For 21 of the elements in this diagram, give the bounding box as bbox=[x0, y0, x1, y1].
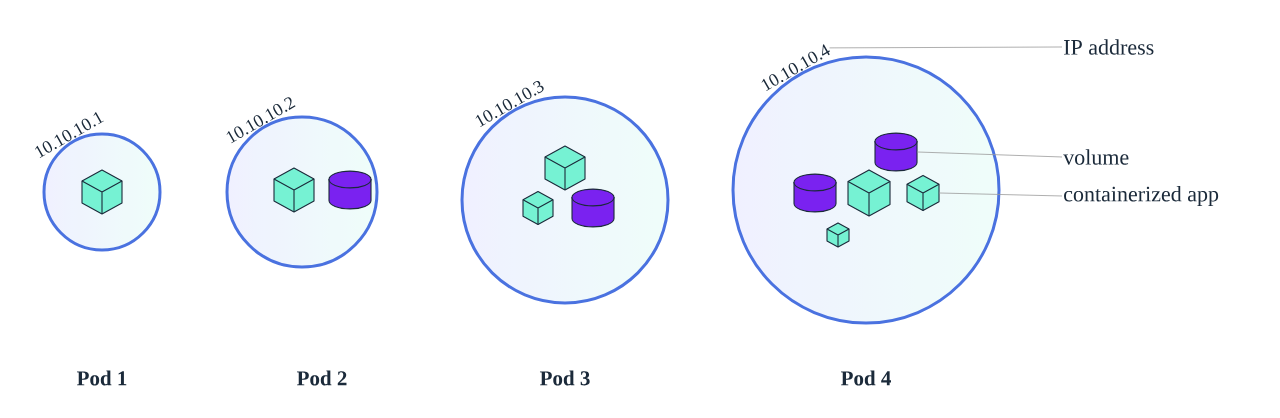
pod-label: Pod 3 bbox=[540, 370, 590, 386]
cube-icon bbox=[81, 169, 123, 215]
callout-label: volume bbox=[1063, 149, 1129, 165]
cube-icon bbox=[906, 174, 940, 212]
pod-label: Pod 2 bbox=[297, 370, 347, 386]
callout-label: IP address bbox=[1064, 39, 1154, 55]
leader-line bbox=[916, 151, 1063, 158]
cube-icon bbox=[826, 222, 850, 248]
cylinder-icon bbox=[874, 132, 918, 172]
leader-line bbox=[938, 192, 1063, 197]
cube-icon bbox=[847, 169, 891, 217]
cube-icon bbox=[522, 190, 554, 226]
cylinder-icon bbox=[571, 188, 615, 228]
cube-icon bbox=[544, 145, 586, 191]
cylinder-icon bbox=[328, 170, 372, 210]
pod-label: Pod 4 bbox=[841, 370, 891, 386]
leader-line bbox=[829, 46, 1063, 49]
cube-icon bbox=[273, 167, 315, 213]
cylinder-icon bbox=[793, 173, 837, 213]
callout-label: containerized app bbox=[1064, 186, 1219, 206]
pod-label: Pod 1 bbox=[77, 370, 127, 386]
